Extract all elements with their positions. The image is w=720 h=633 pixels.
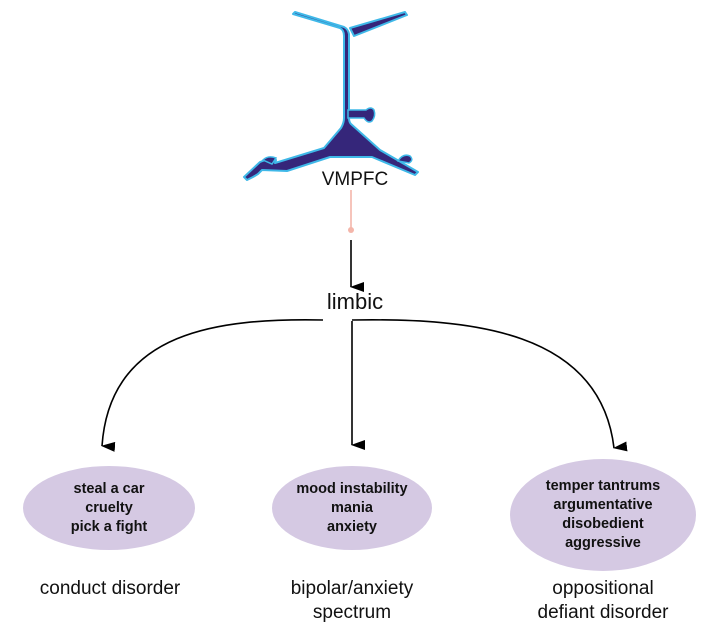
symptom-oval-odd: temper tantrums argumentative disobedien… — [510, 459, 696, 571]
disorder-label-conduct: conduct disorder — [39, 578, 181, 599]
limbic-label: limbic — [326, 289, 384, 314]
symptom-list: temper tantrums argumentative disobedien… — [545, 478, 661, 551]
vmpfc-label: VMPFC — [321, 169, 389, 190]
neuron-icon — [243, 11, 419, 181]
symptom-list: mood instability mania anxiety — [296, 480, 408, 535]
connector-terminal — [348, 227, 354, 233]
arrow-to-odd — [351, 319, 628, 452]
symptom-oval-conduct: steal a car cruelty pick a fight — [23, 466, 195, 550]
disorder-label-bipolar: bipolar/anxiety spectrum — [290, 578, 414, 623]
symptom-list: steal a car cruelty pick a fight — [70, 480, 148, 535]
disorder-label-odd: oppositional defiant disorder — [537, 578, 669, 623]
symptom-oval-bipolar: mood instability mania anxiety — [272, 466, 432, 550]
arrow-to-conduct-disorder — [101, 319, 324, 452]
